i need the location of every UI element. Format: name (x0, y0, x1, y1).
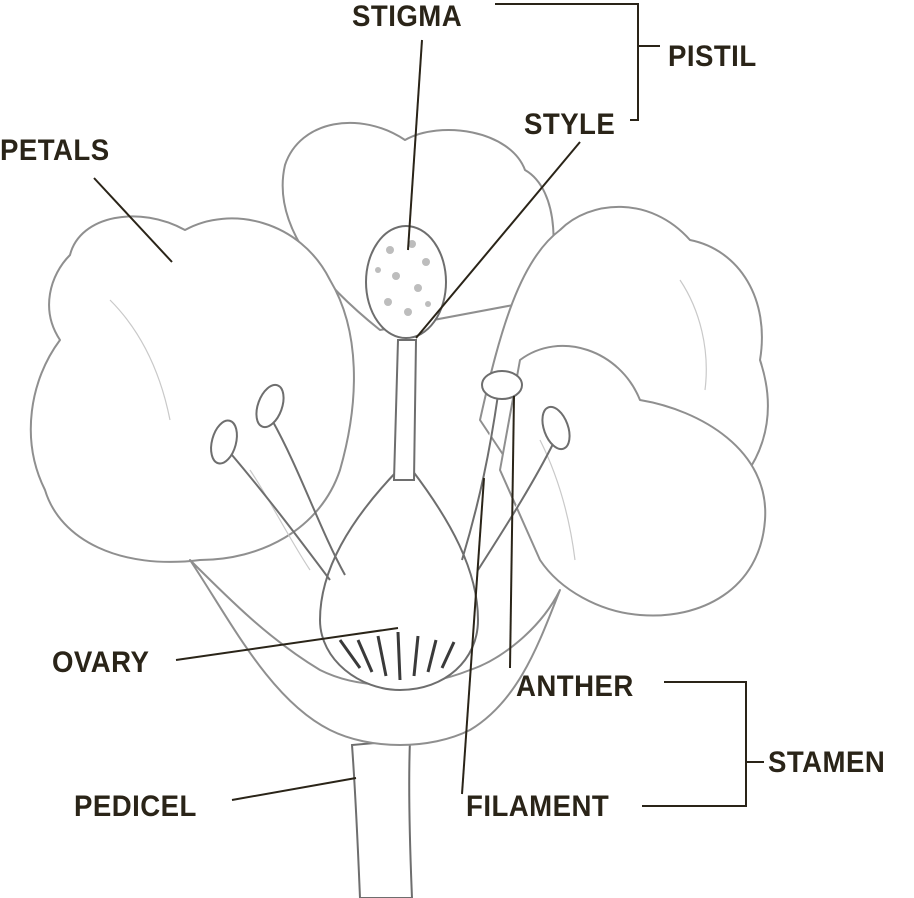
stamen-label: STAMEN (768, 746, 886, 779)
petal-left (29, 215, 355, 563)
anther-1 (210, 419, 238, 465)
style-leader (415, 141, 581, 339)
ovary-label: OVARY (52, 646, 150, 679)
pedicel-stalk (350, 738, 414, 898)
stamen-bracket (642, 681, 764, 807)
petals-leader (93, 177, 173, 263)
pistil-bracket (495, 3, 660, 121)
filament-label: FILAMENT (466, 790, 610, 823)
filament-leader (461, 477, 485, 795)
pedicel-label: PEDICEL (74, 790, 197, 823)
anther-label: ANTHER (516, 670, 634, 703)
stigma-leader (407, 39, 423, 251)
petal-right (499, 344, 767, 617)
filament-3 (461, 394, 499, 561)
stigma-texture (375, 240, 431, 316)
ovary-body (318, 469, 480, 692)
pistil-label: PISTIL (668, 40, 757, 73)
style-label: STYLE (524, 108, 616, 141)
anther-leader (509, 395, 515, 669)
ovary-leader (175, 627, 399, 661)
anther-3 (481, 370, 523, 400)
stigma-head (365, 225, 447, 339)
anther-4 (541, 405, 571, 451)
filament-2 (271, 419, 346, 576)
anther-2 (255, 383, 285, 429)
sepal-cup (189, 559, 561, 746)
style-stalk (392, 339, 418, 481)
pedicel-leader (231, 777, 357, 801)
petals-label: PETALS (0, 134, 110, 167)
filament-4 (477, 439, 556, 571)
stigma-label: STIGMA (352, 0, 463, 33)
filament-1 (231, 454, 331, 581)
